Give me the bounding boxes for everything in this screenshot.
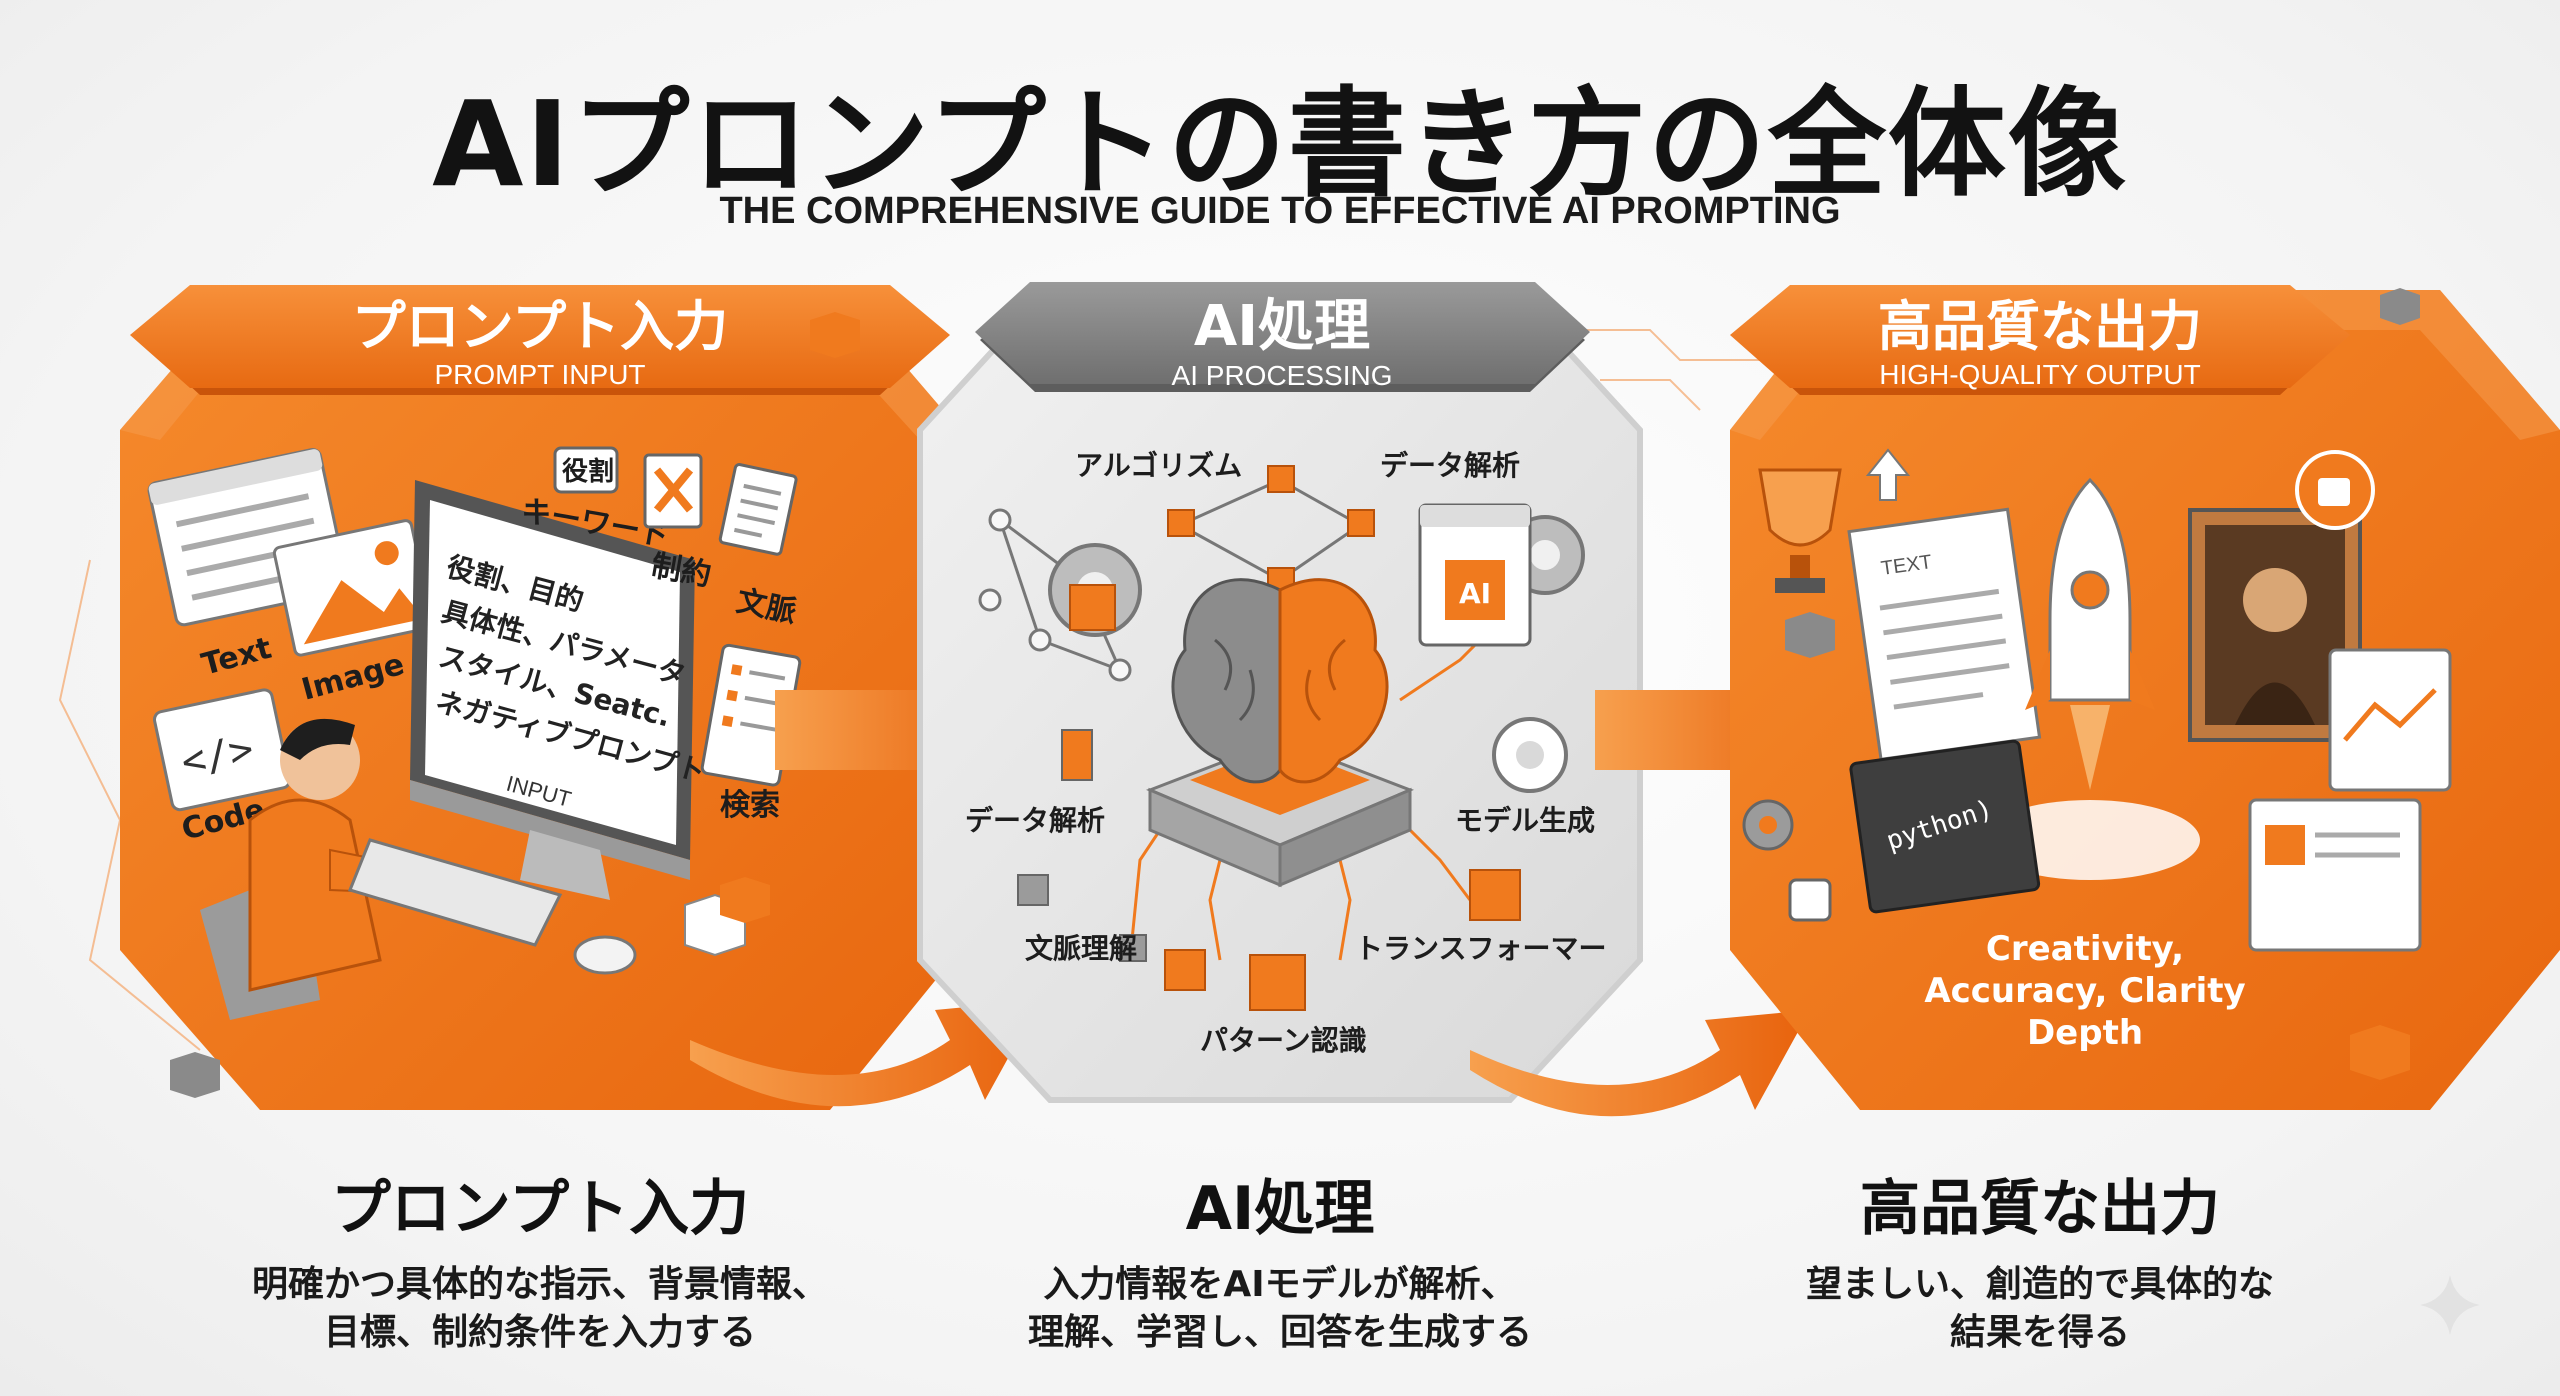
gear-icon — [1742, 799, 1794, 851]
page-subtitle: THE COMPREHENSIVE GUIDE TO EFFECTIVE AI … — [719, 190, 1841, 232]
quality-line-3: Depth — [2027, 1013, 2143, 1053]
up-arrow-icon — [1865, 448, 1911, 501]
person-at-desk — [200, 718, 637, 1020]
banner-subtitle: HIGH-QUALITY OUTPUT — [1879, 359, 2201, 390]
banner-subtitle: PROMPT INPUT — [434, 359, 645, 390]
gray-cube-nodes — [1017, 729, 1147, 962]
banner-title: 高品質な出力 — [1878, 295, 2202, 358]
caption-title: プロンプト入力 — [330, 1174, 750, 1244]
caption-line-1: 入力情報をAIモデルが解析、 — [1043, 1264, 1517, 1305]
caption-title: AI処理 — [1185, 1174, 1375, 1244]
label-data-analysis-top: データ解析 — [1380, 449, 1520, 482]
banner-title: プロンプト入力 — [352, 295, 728, 358]
caption-title: 高品質な出力 — [1860, 1174, 2220, 1244]
caption-output: 高品質な出力 望ましい、創造的で具体的な 結果を得る — [1640, 1160, 2440, 1357]
brain-icon — [1171, 578, 1389, 784]
thumbs-up-icon — [2295, 450, 2375, 530]
label-context-understanding: 文脈理解 — [1025, 932, 1137, 965]
caption-line-2: 目標、制約条件を入力する — [323, 1312, 756, 1353]
tag-yakuwari: 役割 — [553, 446, 619, 494]
caption-ai-processing: AI処理 入力情報をAIモデルが解析、 理解、学習し、回答を生成する — [880, 1160, 1680, 1357]
caption-line-2: 結果を得る — [1949, 1312, 2130, 1353]
quality-line-2: Accuracy, Clarity — [1924, 971, 2245, 1011]
banner-subtitle: AI PROCESSING — [1172, 360, 1393, 391]
caption-prompt-input: プロンプト入力 明確かつ具体的な指示、背景情報、 目標、制約条件を入力する — [140, 1160, 940, 1357]
document-icon — [1847, 507, 2042, 762]
painting-frame — [2188, 508, 2362, 742]
label-algorithm: アルゴリズム — [1075, 449, 1242, 482]
label-transformer: トランスフォーマー — [1355, 932, 1606, 965]
page-title: AIプロンプトの書き方の全体像 — [432, 75, 2128, 213]
banner-title: AI処理 — [1194, 294, 1370, 359]
x-document-icon — [643, 453, 703, 529]
document-icon — [718, 463, 798, 556]
trophy-icon — [1758, 468, 1842, 593]
network-nodes — [978, 508, 1132, 682]
panel-prompt-input: プロンプト入力 PROMPT INPUT Text Image </> Code — [120, 285, 960, 1110]
panel-ai-processing: AI処理 AI PROCESSING — [917, 282, 1643, 1103]
gear-icon — [1492, 717, 1568, 793]
banner-output: 高品質な出力 HIGH-QUALITY OUTPUT — [1730, 285, 2350, 395]
thumbs-up-icon — [1788, 878, 1832, 922]
panel-high-quality-output: 高品質な出力 HIGH-QUALITY OUTPUT TEXT — [1730, 285, 2560, 1110]
code-terminal — [1849, 739, 2041, 914]
tag-kensaku: 検索 — [720, 788, 780, 823]
decor-cubes — [170, 312, 860, 1098]
computer-monitor — [410, 480, 695, 900]
rocket-icon — [1980, 477, 2200, 880]
caption-line-1: 望ましい、創造的で具体的な — [1805, 1264, 2274, 1305]
sparkle-icon — [2420, 1275, 2480, 1335]
decor-cubes — [1785, 288, 2420, 1080]
ai-window-card — [1418, 503, 1532, 647]
banner-ai-processing: AI処理 AI PROCESSING — [975, 282, 1590, 392]
image-card — [272, 519, 434, 657]
quality-line-1: Creativity, — [1986, 929, 2184, 969]
ai-chip-label: AI — [1459, 577, 1491, 610]
code-card: </> — [152, 688, 292, 812]
svg-text:役割: 役割 — [562, 456, 614, 487]
orange-cube-nodes — [1069, 465, 1521, 1011]
banner-prompt-input: プロンプト入力 PROMPT INPUT — [130, 285, 950, 395]
browser-card — [2248, 798, 2422, 952]
chart-card — [2328, 648, 2452, 792]
label-data-analysis-left: データ解析 — [965, 804, 1105, 837]
caption-line-1: 明確かつ具体的な指示、背景情報、 — [251, 1264, 828, 1305]
label-model-generation: モデル生成 — [1455, 804, 1595, 837]
caption-line-2: 理解、学習し、回答を生成する — [1027, 1312, 1532, 1353]
label-pattern-recognition: パターン認識 — [1200, 1024, 1367, 1057]
